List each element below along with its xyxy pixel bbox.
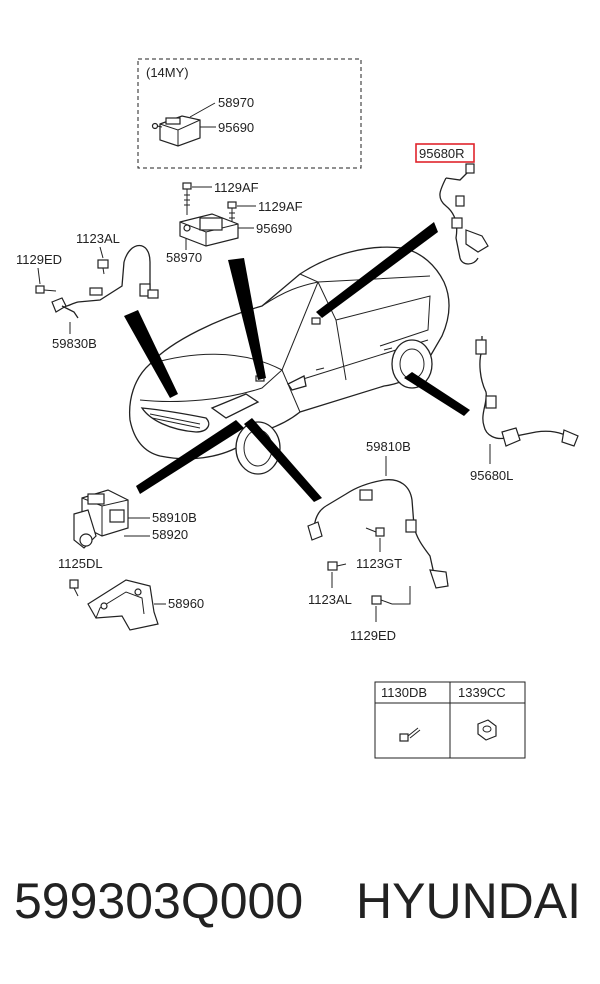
brand-name: HYUNDAI xyxy=(356,873,582,929)
sensor-cluster-upper: 1129AF 1129AF 95690 58970 xyxy=(166,180,303,265)
label-58910b: 58910B xyxy=(152,510,197,525)
box-14my-title: (14MY) xyxy=(146,65,189,80)
abs-modulator: 58910B 58920 1125DL 58960 xyxy=(58,489,204,631)
rear-right-wheel-sensor: 95680R xyxy=(415,143,489,265)
bolt-icon xyxy=(69,579,79,597)
label-1125dl: 1125DL xyxy=(58,556,103,571)
table-header-1130db: 1130DB xyxy=(381,685,427,700)
box-14my: (14MY) 58970 95690 xyxy=(137,58,362,169)
hardware-table: 1130DB 1339CC xyxy=(374,681,526,759)
label-95680l: 95680L xyxy=(470,468,513,483)
bolt-icon xyxy=(399,727,421,742)
rear-left-wheel-sensor: 95680L xyxy=(470,336,579,483)
label-95680r: 95680R xyxy=(419,146,465,161)
abs-unit-icon xyxy=(73,489,129,549)
yaw-sensor-bracket-icon xyxy=(179,213,239,247)
label-59810b: 59810B xyxy=(366,439,411,454)
part-number: 599303Q000 xyxy=(14,873,304,929)
label-1129ed-a: 1129ED xyxy=(16,252,62,267)
label-58970-14my: 58970 xyxy=(218,95,254,110)
table-header-1339cc: 1339CC xyxy=(458,685,506,700)
label-58960: 58960 xyxy=(168,596,204,611)
label-58970: 58970 xyxy=(166,250,202,265)
nut-icon xyxy=(477,719,497,741)
label-1129af-b: 1129AF xyxy=(258,199,303,214)
label-1129ed-b: 1129ED xyxy=(350,628,396,643)
bolt-icon xyxy=(35,285,57,294)
label-1123al-a: 1123AL xyxy=(76,231,120,246)
front-left-wheel-sensor: 1123AL 1129ED 59830B xyxy=(16,231,159,351)
bolt-icon xyxy=(371,595,393,605)
label-1129af-a: 1129AF xyxy=(214,180,259,195)
label-59830b: 59830B xyxy=(52,336,97,351)
footer: 599303Q000 HYUNDAI xyxy=(0,872,600,952)
label-1123al-b: 1123AL xyxy=(308,592,352,607)
label-95690-14my: 95690 xyxy=(218,120,254,135)
label-58920: 58920 xyxy=(152,527,188,542)
front-right-wheel-sensor: 59810B 1123GT 1123AL 1129ED xyxy=(307,439,449,643)
bolt-icon xyxy=(327,561,347,571)
pointer-beams xyxy=(124,222,470,502)
bolt-icon xyxy=(182,182,192,215)
label-1123gt: 1123GT xyxy=(356,556,402,571)
bolt-icon xyxy=(97,259,109,275)
abs-bracket-icon xyxy=(87,579,159,631)
highlight-box xyxy=(415,143,475,163)
bolt-icon xyxy=(365,527,385,537)
yaw-sensor-module-icon xyxy=(151,115,201,147)
label-95690: 95690 xyxy=(256,221,292,236)
